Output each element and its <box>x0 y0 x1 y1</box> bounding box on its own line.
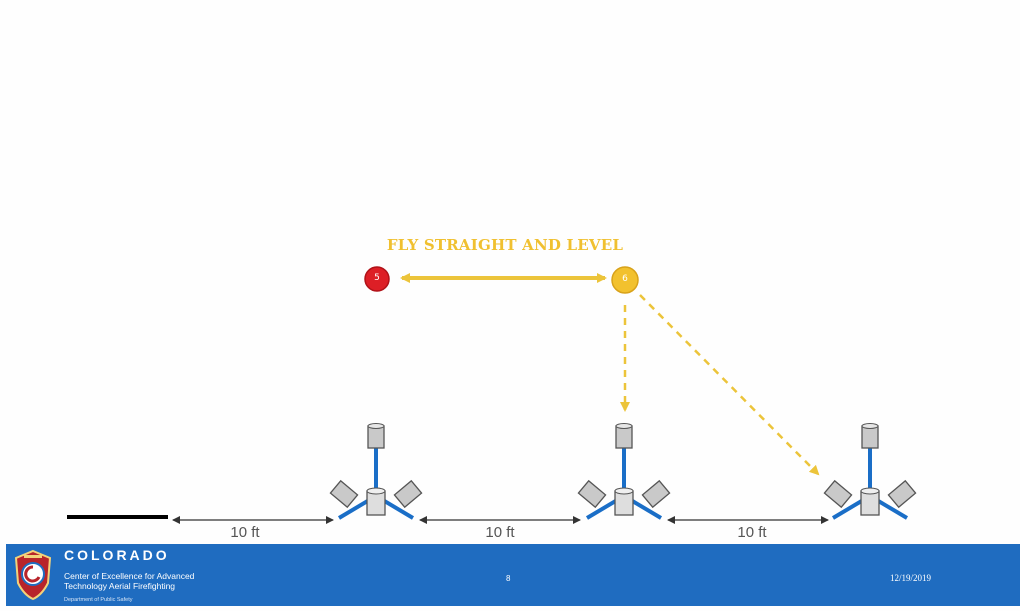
distance-label: 10 ft <box>230 524 260 541</box>
org-name-line: Center of Excellence for Advanced <box>64 571 195 581</box>
page-number: 8 <box>506 574 511 583</box>
descend-diagonal-arrow <box>639 294 820 476</box>
footer-bar: COLORADO Center of Excellence for Advanc… <box>6 544 1020 606</box>
distance-label: 10 ft <box>485 524 515 541</box>
org-name-line: Technology Aerial Firefighting <box>64 581 176 591</box>
diagram-title: FLY STRAIGHT AND LEVEL <box>386 236 624 254</box>
waypoint-5-label: 5 <box>374 273 380 283</box>
bucket-stand-icon <box>577 423 671 520</box>
org-name: Center of Excellence for Advanced Techno… <box>64 571 294 591</box>
slide-date: 12/19/2019 <box>890 573 932 583</box>
waypoint-6-marker <box>611 266 639 294</box>
waypoint-5-marker <box>364 266 390 292</box>
department-name: Department of Public Safety <box>64 597 133 603</box>
distance-label: 10 ft <box>737 524 767 541</box>
brand-name: COLORADO <box>64 547 170 563</box>
bucket-stand-icon <box>329 423 423 520</box>
fire-department-logo-icon <box>14 549 52 601</box>
bucket-stand-icon <box>823 423 917 520</box>
waypoint-6-label: 6 <box>622 274 628 284</box>
